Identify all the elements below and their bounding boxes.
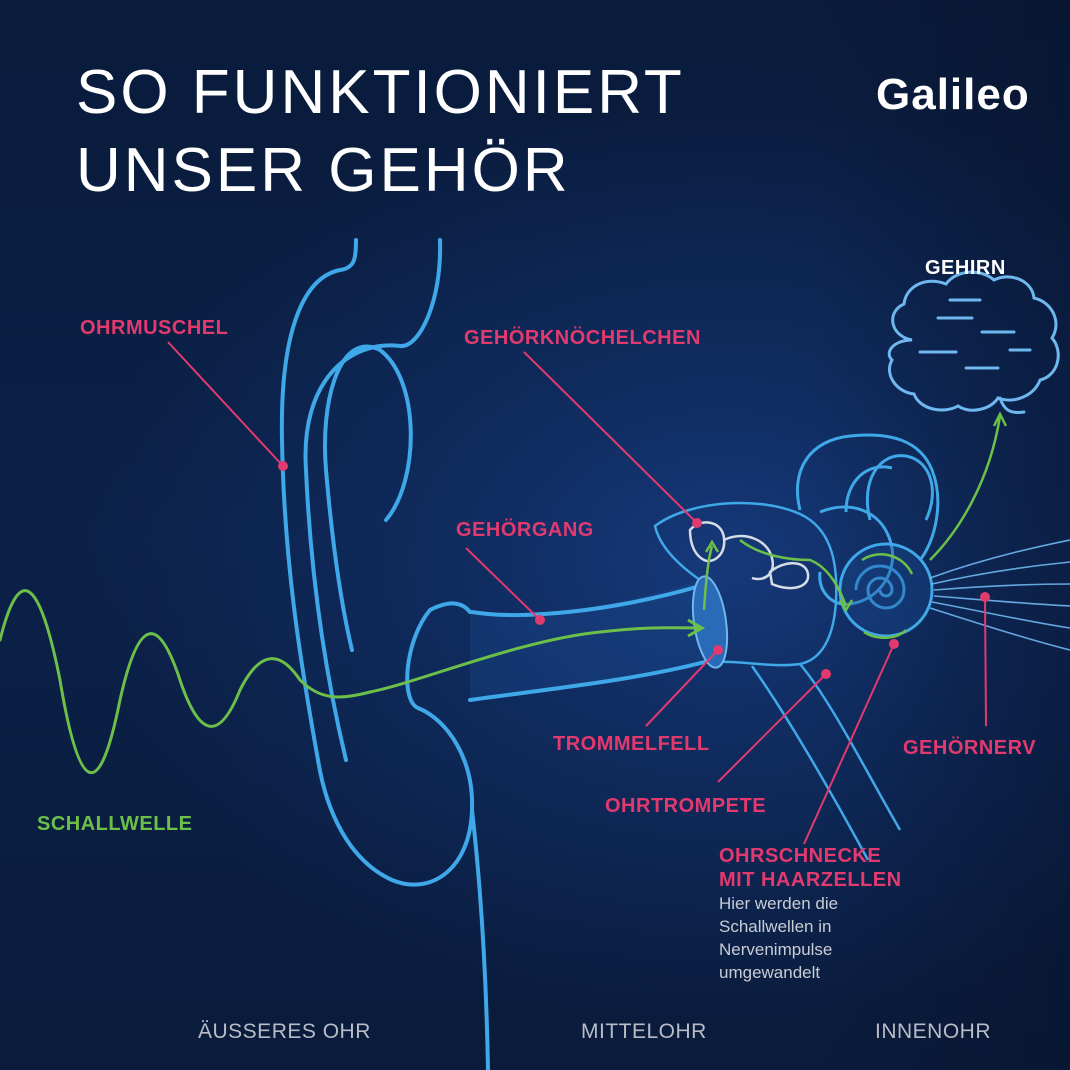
vestibule (818, 505, 895, 606)
incus (723, 534, 775, 581)
leader-gehoerknoechelchen (523, 351, 698, 524)
dot-gehoernerv (980, 592, 990, 602)
label-trommelfell: TROMMELFELL (553, 733, 710, 755)
leader-trommelfell (645, 649, 719, 727)
ohrschnecke-desc-line-4: umgewandelt (719, 963, 821, 982)
label-ohrschnecke: OHRSCHNECKE MIT HAARZELLEN (719, 844, 902, 892)
pinna-inner (303, 238, 443, 762)
antihelix (323, 344, 413, 652)
cochlea-spiral (854, 564, 906, 610)
section-middle-ear: MITTELOHR (581, 1020, 707, 1043)
page-title-line-2: UNSER GEHÖR (76, 136, 571, 205)
leader-gehoernerv (984, 596, 987, 727)
label-ohrschnecke-line-1: OHRSCHNECKE (719, 845, 882, 867)
label-gehirn: GEHIRN (925, 257, 1006, 279)
dot-ohrschnecke (889, 639, 899, 649)
ohrschnecke-desc-line-3: Nervenimpulse (719, 940, 833, 959)
dot-gehoergang (535, 615, 545, 625)
eustachian-tube (750, 663, 902, 861)
earlobe-stem (470, 808, 490, 1070)
leader-ohrschnecke (803, 643, 895, 845)
dot-ohrmuschel (278, 461, 288, 471)
leader-gehoergang (465, 547, 541, 621)
ohrschnecke-desc-line-1: Hier werden die (719, 894, 839, 913)
ohrschnecke-desc-line-2: Schallwellen in (719, 917, 832, 936)
concha (470, 584, 702, 617)
brand-logo: Galileo (876, 70, 1030, 119)
leader-ohrtrompete (717, 673, 827, 783)
stapes (768, 562, 810, 590)
sound-wave-arrowhead (687, 618, 706, 638)
label-ohrmuschel: OHRMUSCHEL (80, 317, 229, 339)
label-ohrschnecke-line-2: MIT HAARZELLEN (719, 869, 902, 891)
dot-trommelfell (713, 645, 723, 655)
label-ohrtrompete: OHRTROMPETE (605, 795, 767, 817)
pinna-outer (279, 238, 475, 887)
semicircular-canals (795, 433, 940, 561)
dot-gehoerknoechelchen (692, 518, 702, 528)
brain-outline (887, 270, 1060, 414)
canal-lower (468, 658, 714, 702)
sound-wave (0, 589, 702, 774)
label-gehoerknoechelchen: GEHÖRKNÖCHELCHEN (464, 327, 701, 349)
inner-ear-band (812, 0, 1070, 1070)
label-schallwelle: SCHALLWELLE (37, 813, 193, 835)
auditory-nerve (929, 539, 1070, 651)
leader-ohrmuschel (167, 341, 284, 467)
label-gehoergang: GEHÖRGANG (456, 519, 594, 541)
malleus (688, 521, 726, 563)
ear-canal-fill (470, 580, 712, 700)
dot-ohrtrompete (821, 669, 831, 679)
label-gehoernerv: GEHÖRNERV (903, 737, 1037, 759)
signal-path (702, 411, 1008, 639)
page-title-line-1: SO FUNKTIONIERT (76, 58, 685, 127)
section-inner-ear: INNENOHR (875, 1020, 992, 1043)
ohrschnecke-description: Hier werden die Schallwellen in Nervenim… (719, 892, 838, 984)
section-outer-ear: ÄUSSERES OHR (198, 1020, 371, 1043)
cochlea-fill (842, 546, 930, 634)
